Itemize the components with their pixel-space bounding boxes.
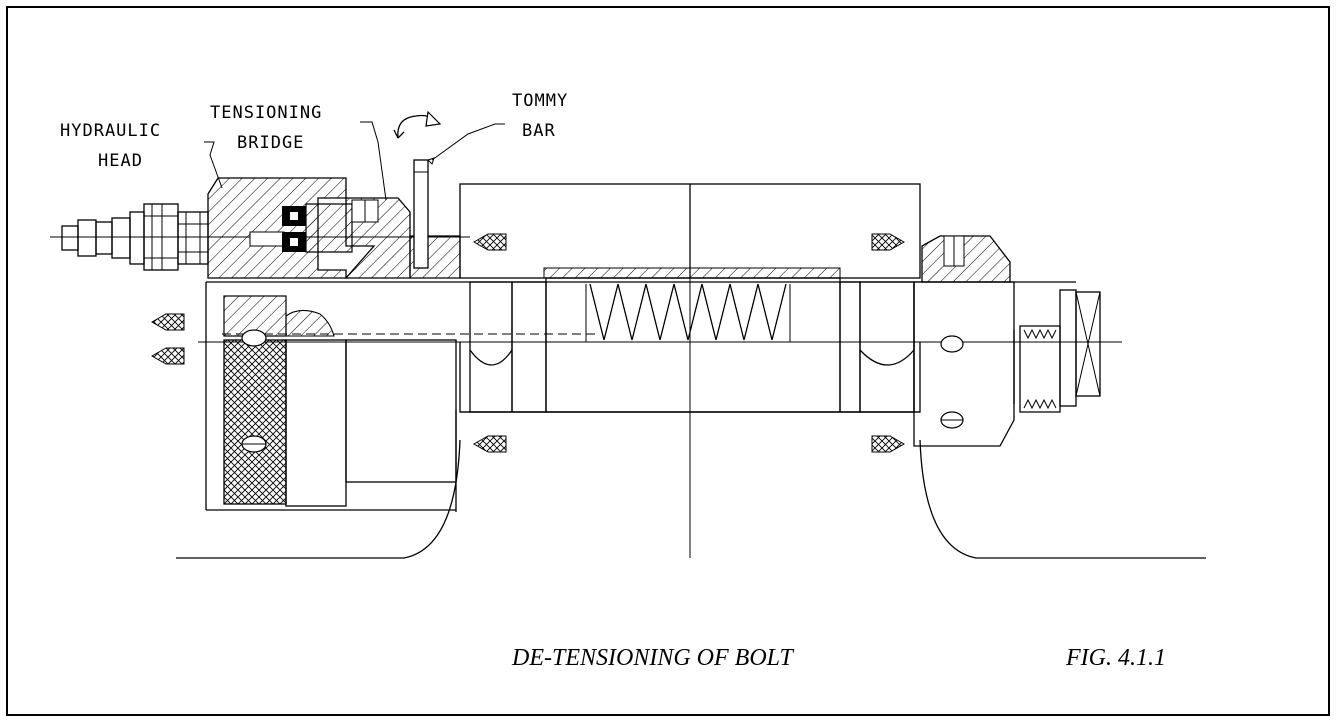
rotation-arrow-icon xyxy=(393,110,442,139)
leader-hydraulic-head xyxy=(204,141,223,189)
svg-text:BAR: BAR xyxy=(522,121,556,141)
label-tommy-bar: TOMMY BAR xyxy=(512,91,568,141)
svg-text:BRIDGE: BRIDGE xyxy=(237,133,304,153)
right-arrow-icon xyxy=(871,233,906,251)
hydraulic-head-body xyxy=(207,177,353,279)
left-nut xyxy=(223,295,457,507)
left-arrow-icon xyxy=(472,435,507,453)
left-arrow-icon xyxy=(150,347,185,365)
left-arrow-icon xyxy=(472,233,507,251)
right-arrow-icon xyxy=(871,435,906,453)
bolt-stud xyxy=(205,277,1076,511)
svg-text:HEAD: HEAD xyxy=(98,151,143,171)
svg-text:TOMMY: TOMMY xyxy=(512,91,568,111)
top-sleeve xyxy=(459,183,921,279)
right-nut-top xyxy=(921,235,1011,283)
leader-tommy-bar xyxy=(431,123,505,161)
tommy-bar xyxy=(413,159,429,269)
compression-spring xyxy=(589,283,787,341)
left-arrow-icon xyxy=(150,313,185,331)
leader-tensioning-bridge xyxy=(360,121,387,201)
svg-text:TENSIONING: TENSIONING xyxy=(210,103,322,123)
lower-flanges xyxy=(176,439,1206,559)
label-tensioning-bridge: TENSIONING BRIDGE xyxy=(210,103,322,153)
right-nut-lower xyxy=(913,281,1101,447)
tensioning-bridge-body xyxy=(344,197,461,279)
figure-caption: DE-TENSIONING OF BOLT xyxy=(511,645,795,671)
figure-number: FIG. 4.1.1 xyxy=(1065,645,1166,671)
lower-sleeve xyxy=(455,342,921,512)
svg-text:HYDRAULIC: HYDRAULIC xyxy=(60,121,161,141)
direction-arrows xyxy=(150,233,906,453)
leader-arrowhead xyxy=(427,157,435,165)
label-hydraulic-head: HYDRAULIC HEAD xyxy=(60,121,161,171)
